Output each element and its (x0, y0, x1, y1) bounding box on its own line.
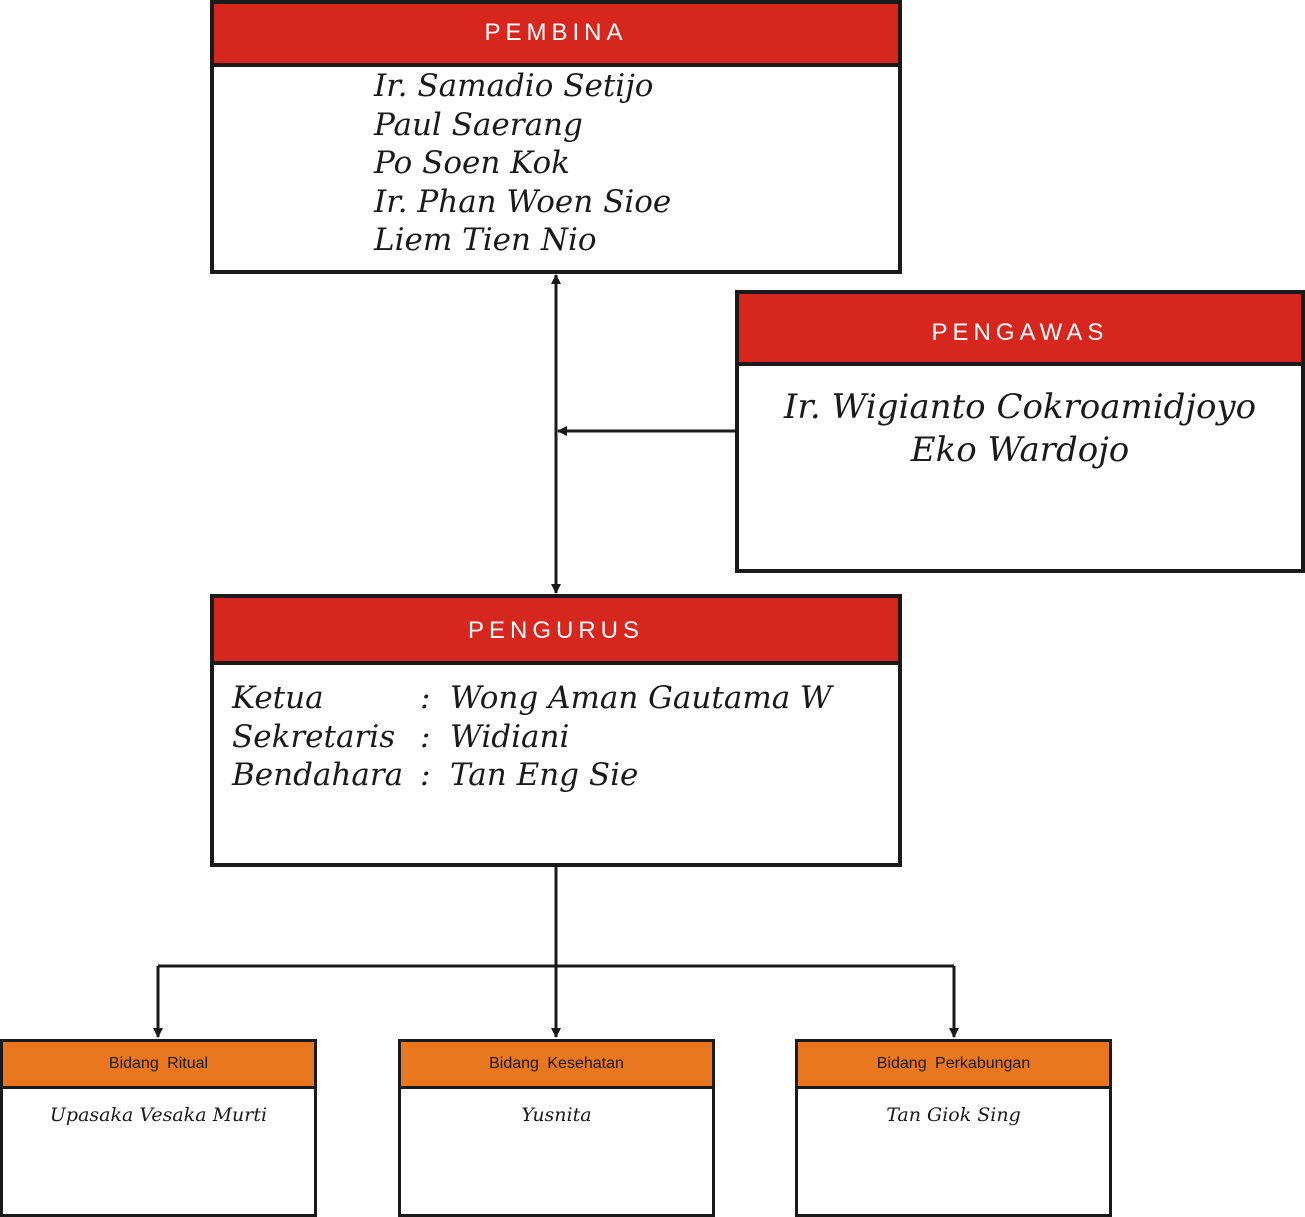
pembina-title: PEMBINA (484, 19, 628, 46)
pembina-member: Paul Saerang (374, 106, 583, 143)
pengurus-member-ketua: Ketua : Wong Aman Gautama W (232, 679, 832, 718)
member-name: Tan Eng Sie (450, 757, 639, 793)
pembina-header: PEMBINA (214, 4, 898, 67)
member-colon: : (420, 718, 431, 755)
member-role: Sekretaris (232, 718, 396, 755)
pembina-box: PEMBINA Ir. Samadio Setijo Paul Saerang … (210, 0, 902, 274)
bidang-kesehatan-member: Yusnita (521, 1104, 592, 1126)
bidang-perkabungan-member: Tan Giok Sing (886, 1104, 1021, 1126)
pembina-member: Po Soen Kok (374, 145, 570, 181)
pengurus-member-bendahara: Bendahara : Tan Eng Sie (232, 756, 832, 795)
bidang-ritual-title: Bidang Ritual (108, 1055, 209, 1072)
bidang-kesehatan-box: Bidang Kesehatan Yusnita (398, 1039, 715, 1217)
member-colon: : (420, 757, 431, 793)
pengawas-member-list: Ir. Wigianto Cokroamidjoyo Eko Wardojo (739, 386, 1301, 472)
pengawas-header: PENGAWAS (739, 294, 1301, 366)
member-role: Bendahara (232, 757, 404, 793)
pembina-member: Ir. Phan Woen Sioe (374, 183, 672, 220)
pengawas-member: Ir. Wigianto Cokroamidjoyo (783, 387, 1257, 427)
member-name: Wong Aman Gautama W (450, 680, 832, 716)
pengurus-member-sekretaris: Sekretaris : Widiani (232, 718, 832, 757)
bidang-ritual-header: Bidang Ritual (3, 1042, 314, 1089)
pengurus-header: PENGURUS (214, 598, 898, 665)
member-colon: : (420, 680, 431, 716)
pengurus-title: PENGURUS (467, 617, 645, 644)
pengurus-member-list: Ketua : Wong Aman Gautama W Sekretaris :… (232, 679, 832, 795)
member-role: Ketua (232, 680, 324, 716)
pengawas-title: PENGAWAS (931, 319, 1109, 346)
bidang-kesehatan-header: Bidang Kesehatan (401, 1042, 712, 1089)
bidang-perkabungan-header: Bidang Perkabungan (798, 1042, 1109, 1089)
pembina-member: Liem Tien Nio (374, 222, 597, 258)
pembina-member-list: Ir. Samadio Setijo Paul Saerang Po Soen … (374, 67, 671, 260)
pengurus-box: PENGURUS Ketua : Wong Aman Gautama W Sek… (210, 594, 902, 867)
bidang-ritual-member: Upasaka Vesaka Murti (49, 1104, 268, 1126)
pembina-member: Ir. Samadio Setijo (374, 68, 654, 104)
pengawas-member: Eko Wardojo (910, 430, 1130, 470)
pengawas-box: PENGAWAS Ir. Wigianto Cokroamidjoyo Eko … (735, 290, 1305, 573)
bidang-perkabungan-box: Bidang Perkabungan Tan Giok Sing (795, 1039, 1112, 1217)
bidang-ritual-box: Bidang Ritual Upasaka Vesaka Murti (0, 1039, 317, 1217)
bidang-perkabungan-title: Bidang Perkabungan (876, 1055, 1031, 1072)
member-name: Widiani (450, 718, 570, 755)
bidang-kesehatan-title: Bidang Kesehatan (489, 1055, 624, 1072)
